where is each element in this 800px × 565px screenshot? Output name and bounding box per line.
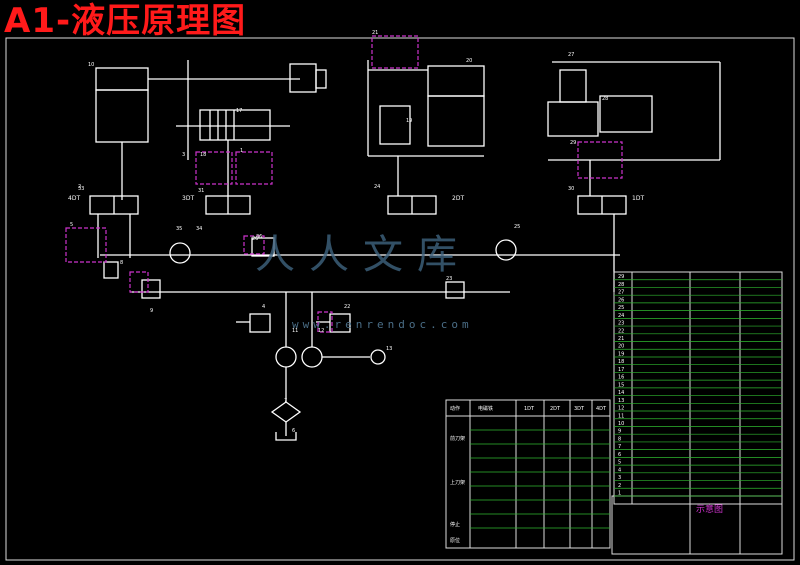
parts-row-number: 18 [618, 359, 624, 365]
component-labels: 1017181920212223242526272829303133343536… [70, 30, 608, 434]
magenta-components [65, 35, 623, 333]
parts-row-number: 2 [618, 483, 621, 489]
component-number: 26 [252, 236, 258, 242]
seq-header-3dt: 3DT [574, 406, 585, 412]
seq-group-top: 上刀架 [450, 479, 465, 486]
component-number: 19 [406, 118, 412, 124]
watermark-logo: 人人文库 [255, 232, 471, 278]
component-number: 1 [240, 148, 243, 154]
parts-row-number: 17 [618, 367, 624, 373]
component-number: 13 [386, 346, 392, 352]
parts-row-number: 15 [618, 382, 624, 388]
solenoid-2dt: 2DT [452, 195, 464, 202]
component-number: 18 [200, 152, 206, 158]
watermark-url: www.renrendoc.com [292, 318, 473, 331]
parts-row-number: 16 [618, 375, 624, 381]
parts-row-number: 27 [618, 290, 624, 296]
parts-row-number: 21 [618, 336, 624, 342]
drawing-title: A1-液压原理图 [4, 1, 247, 41]
parts-row-number: 22 [618, 328, 624, 334]
solenoid-1dt: 1DT [632, 195, 644, 202]
component-number: 33 [78, 186, 84, 192]
component-number: 34 [196, 226, 202, 232]
title-block-name: 示意图 [696, 503, 723, 515]
parts-row-number: 14 [618, 390, 624, 396]
component-number: 35 [176, 226, 182, 232]
seq-header-solenoid: 电磁铁 [478, 405, 493, 412]
solenoid-3dt: 3DT [182, 195, 194, 202]
component-number: 8 [120, 260, 123, 266]
parts-row-number: 3 [618, 475, 621, 481]
solenoid-4dt: 4DT [68, 195, 80, 202]
component-number: 27 [568, 52, 574, 58]
component-number: 23 [446, 276, 452, 282]
seq-group-stop: 停止 [450, 521, 460, 528]
parts-row-number: 23 [618, 321, 624, 327]
component-number: 12 [318, 328, 324, 334]
parts-row-number: 29 [618, 274, 624, 280]
component-number: 21 [372, 30, 378, 36]
parts-row-number: 24 [618, 313, 624, 319]
component-number: 2 [78, 184, 81, 190]
component-number: 9 [150, 308, 153, 314]
parts-row-number: 11 [618, 413, 624, 419]
component-number: 20 [466, 58, 472, 64]
component-number: 4 [262, 304, 265, 310]
parts-row-number: 20 [618, 344, 624, 350]
component-number: 31 [198, 188, 204, 194]
parts-row-number: 28 [618, 282, 624, 288]
parts-row-number: 6 [618, 452, 621, 458]
component-number: 5 [70, 222, 73, 228]
seq-header-1dt: 1DT [524, 406, 535, 412]
parts-row-number: 12 [618, 406, 624, 412]
seq-group-home: 原位 [450, 537, 460, 544]
parts-row-number: 4 [618, 467, 621, 473]
component-number: 36 [256, 234, 262, 240]
parts-row-number: 7 [618, 444, 621, 450]
component-number: 6 [292, 428, 295, 434]
component-number: 28 [602, 96, 608, 102]
parts-row-number: 9 [618, 429, 621, 435]
parts-row-number: 1 [618, 491, 621, 497]
table-rows [470, 279, 782, 529]
seq-group-front: 前刀架 [450, 435, 465, 442]
component-number: 25 [514, 224, 520, 230]
component-number: 24 [374, 184, 380, 190]
component-number: 17 [236, 108, 242, 114]
component-number: 10 [88, 62, 94, 68]
seq-header-action: 动作 [450, 405, 460, 412]
component-number: 3 [182, 152, 185, 158]
parts-row-number: 25 [618, 305, 624, 311]
circuit-lines [89, 60, 721, 441]
parts-list-numbers: 2928272625242322212019181716151413121110… [618, 274, 624, 496]
tables-grid [445, 271, 783, 555]
seq-header-4dt: 4DT [596, 406, 607, 412]
parts-row-number: 19 [618, 351, 624, 357]
component-number: 22 [344, 304, 350, 310]
parts-row-number: 8 [618, 436, 621, 442]
seq-header-2dt: 2DT [550, 406, 561, 412]
parts-row-number: 26 [618, 297, 624, 303]
component-number: 29 [570, 140, 576, 146]
parts-row-number: 10 [618, 421, 624, 427]
parts-row-number: 13 [618, 398, 624, 404]
component-number: 7 [284, 398, 287, 404]
component-number: 11 [292, 328, 298, 334]
component-number: 30 [568, 186, 574, 192]
parts-row-number: 5 [618, 460, 621, 466]
